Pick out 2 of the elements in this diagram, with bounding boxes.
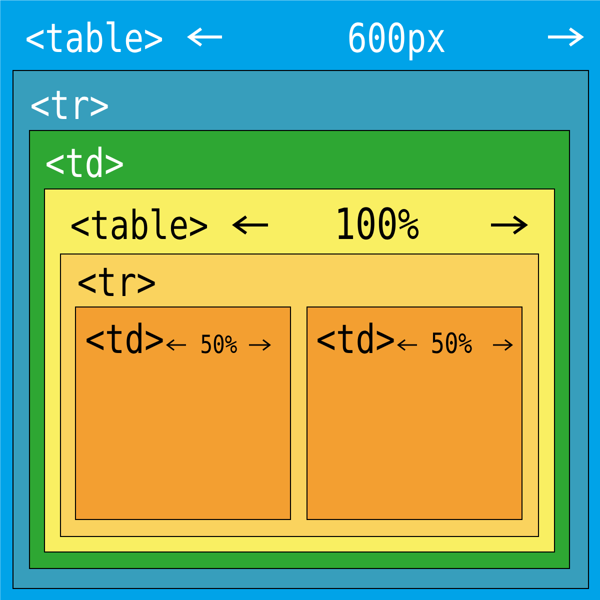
cell-box: <td> 50% — [306, 306, 522, 520]
cell-box: <td> 50% — [75, 306, 291, 520]
